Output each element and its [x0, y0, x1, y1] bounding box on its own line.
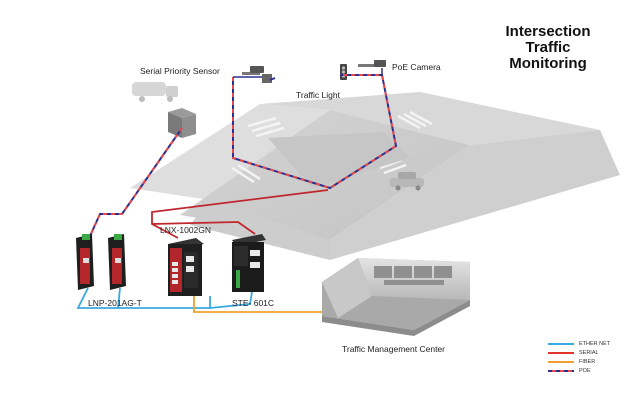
traffic-management-center-icon — [322, 258, 470, 336]
legend-item-serial: SERIAL — [548, 349, 638, 357]
poe-cables — [89, 68, 398, 237]
car-icon — [390, 172, 424, 191]
ethernet-cables — [76, 287, 253, 309]
ste-601c-label: STE- 601C — [232, 298, 275, 308]
traffic-light-label: Traffic Light — [296, 90, 340, 100]
fiber-cable — [193, 296, 322, 313]
page-title: Intersection Traffic Monitoring — [505, 23, 591, 72]
legend-item-ethernet: ETHER NET — [548, 340, 638, 348]
serial-swatch — [548, 352, 574, 354]
legend: ETHER NET SERIAL FIBER POE — [548, 340, 638, 376]
sensor-cabinet-icon — [168, 108, 196, 138]
lnx-1002gn-device — [168, 238, 204, 296]
lnp-201ag-t-label: LNP-201AG-T — [88, 298, 142, 308]
truck-icon — [132, 82, 178, 102]
lnp-201ag-t-device — [76, 234, 126, 290]
traffic-light-icon — [340, 64, 347, 80]
poe-swatch — [548, 370, 574, 372]
intersection-road — [130, 92, 620, 260]
ste-601c-device — [232, 234, 266, 292]
poe-camera-icon — [242, 60, 386, 83]
traffic-management-center-label: Traffic Management Center — [342, 344, 445, 354]
legend-item-fiber: FIBER — [548, 358, 638, 366]
serial-cable — [151, 189, 329, 239]
fiber-swatch — [548, 361, 574, 363]
poe-camera-label: PoE Camera — [392, 62, 441, 72]
serial-priority-sensor-label: Serial Priority Sensor — [140, 66, 220, 76]
lnx-1002gn-label: LNX-1002GN — [160, 225, 212, 235]
ethernet-swatch — [548, 343, 574, 345]
legend-item-poe: POE — [548, 367, 638, 375]
